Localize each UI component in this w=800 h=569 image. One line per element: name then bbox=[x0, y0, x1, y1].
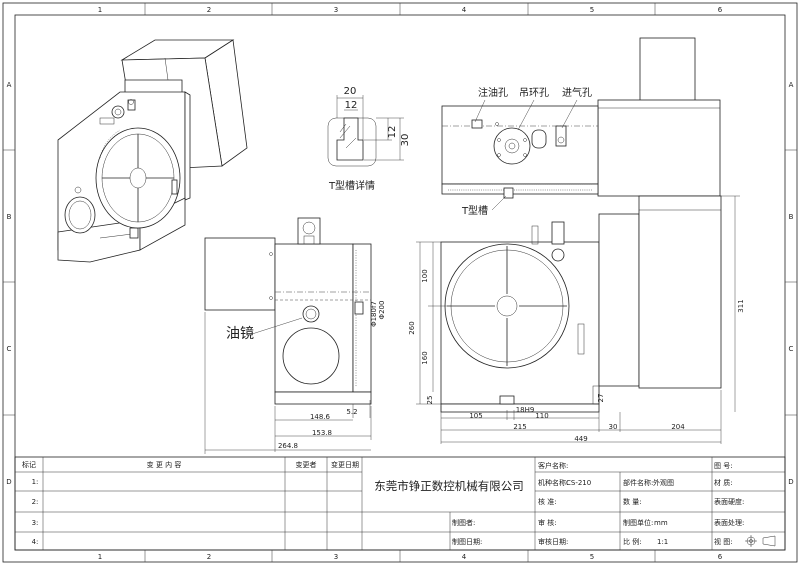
col-label-bottom-4: 4 bbox=[462, 553, 467, 561]
tb-material: 材 质: bbox=[714, 478, 733, 487]
t-slot-height-30: 30 bbox=[400, 134, 411, 147]
col-label-top-3: 3 bbox=[334, 6, 338, 14]
col-label-bottom-1: 1 bbox=[98, 553, 102, 561]
tb-quantity: 数 量: bbox=[623, 497, 642, 506]
row-label-right-a: A bbox=[789, 81, 794, 89]
frame-row-labels: A B C D A B C D bbox=[6, 81, 793, 486]
tb-review-date: 审核日期: bbox=[538, 537, 568, 546]
col-label-bottom-5: 5 bbox=[590, 553, 594, 561]
front-dim-110: 110 bbox=[535, 412, 548, 420]
side-dim-153-8: 153.8 bbox=[312, 429, 332, 437]
t-slot-detail: 20 12 12 30 T型槽详情 bbox=[327, 86, 411, 192]
t-slot-height-12: 12 bbox=[387, 126, 398, 139]
tb-surface-hardness: 表面硬度: bbox=[714, 497, 744, 506]
row-label-right-b: B bbox=[789, 213, 794, 221]
top-view-callouts: 注油孔 吊环孔 进气孔 T型槽 bbox=[461, 86, 592, 217]
tb-row-4: 4: bbox=[32, 538, 39, 546]
side-view-dims: 油镜 Φ180f7 Φ200 5.2 148.6 153.8 264.8 bbox=[204, 301, 386, 454]
side-dim-264-8: 264.8 bbox=[278, 442, 298, 450]
tb-part-no-value: CS-210 bbox=[566, 479, 591, 487]
side-dim-148-6: 148.6 bbox=[310, 413, 331, 421]
tb-unit: mm bbox=[654, 519, 668, 527]
row-label-left-a: A bbox=[7, 81, 12, 89]
row-label-right-d: D bbox=[788, 478, 793, 486]
front-view bbox=[440, 195, 722, 413]
row-label-right-c: C bbox=[789, 345, 794, 353]
tb-drawing-no: 图 号: bbox=[714, 462, 733, 470]
tb-col-changer: 变更者 bbox=[296, 460, 317, 469]
col-label-bottom-3: 3 bbox=[334, 553, 338, 561]
tb-scale-label: 比 例: bbox=[623, 537, 642, 546]
front-dim-18h9: 18H9 bbox=[516, 406, 535, 414]
side-dim-dia-200: Φ200 bbox=[378, 301, 386, 320]
frame-column-labels: 1 2 3 4 5 6 1 2 3 4 5 6 bbox=[98, 6, 723, 561]
tb-row-1: 1: bbox=[32, 478, 39, 486]
tb-scale: 1:1 bbox=[657, 538, 668, 546]
side-view bbox=[204, 217, 372, 405]
front-dim-204: 204 bbox=[671, 423, 685, 431]
col-label-top-1: 1 bbox=[98, 6, 102, 14]
tb-col-content: 变 更 内 容 bbox=[147, 460, 182, 469]
projection-symbol-icon bbox=[745, 535, 776, 547]
col-label-top-2: 2 bbox=[207, 6, 211, 14]
side-dim-dia-180: Φ180f7 bbox=[370, 301, 378, 327]
front-dim-311: 311 bbox=[737, 299, 745, 312]
company-name: 东莞市铮正数控机械有限公司 bbox=[374, 479, 524, 493]
front-dim-100: 100 bbox=[421, 269, 429, 282]
front-dim-105: 105 bbox=[469, 412, 482, 420]
front-dim-449: 449 bbox=[574, 435, 587, 443]
col-label-top-6: 6 bbox=[718, 6, 723, 14]
tb-part-name-label: 部件名称: bbox=[623, 478, 653, 487]
tb-part-no-label: 机种名称: bbox=[538, 478, 568, 487]
front-dim-25: 25 bbox=[426, 396, 434, 405]
air-inlet-label: 进气孔 bbox=[562, 86, 592, 99]
tb-draw-date: 制图日期: bbox=[452, 537, 482, 546]
col-label-bottom-6: 6 bbox=[718, 553, 723, 561]
isometric-view bbox=[57, 39, 248, 263]
side-dim-5-2: 5.2 bbox=[346, 408, 357, 416]
front-dim-160: 160 bbox=[421, 351, 429, 364]
oil-fill-hole-label: 注油孔 bbox=[478, 86, 508, 99]
front-dim-30: 30 bbox=[609, 423, 618, 431]
tb-drafter: 制图者: bbox=[452, 518, 475, 527]
front-dim-27: 27 bbox=[597, 394, 605, 403]
lifting-hole-label: 吊环孔 bbox=[519, 87, 549, 99]
top-view bbox=[441, 37, 721, 199]
front-dim-260: 260 bbox=[408, 321, 416, 334]
tb-surface-treatment: 表面处理: bbox=[714, 518, 744, 527]
t-slot-detail-label: T型槽详情 bbox=[328, 179, 375, 192]
tb-row-2: 2: bbox=[32, 498, 39, 506]
t-slot-label: T型槽 bbox=[461, 204, 488, 217]
tb-part-name: 外观图 bbox=[653, 478, 674, 487]
front-view-dims: 100 260 160 25 27 311 105 18H9 110 215 3… bbox=[408, 195, 745, 444]
tb-col-mark: 标记 bbox=[22, 460, 36, 469]
tb-row-3: 3: bbox=[32, 519, 39, 527]
tb-unit-label: 制图单位: bbox=[623, 518, 653, 527]
tb-customer-name: 客户名称: bbox=[538, 461, 568, 470]
t-slot-width-12: 12 bbox=[345, 100, 358, 111]
tb-checked: 核 准: bbox=[538, 497, 557, 506]
tb-col-date: 变更日期 bbox=[331, 460, 359, 469]
col-label-top-5: 5 bbox=[590, 6, 594, 14]
row-label-left-c: C bbox=[7, 345, 12, 353]
col-label-top-4: 4 bbox=[462, 6, 467, 14]
oil-sight-glass-label: 油镜 bbox=[226, 326, 254, 342]
title-block-text: 标记 变 更 内 容 变更者 变更日期 1: 2: 3: 4: 东莞市铮正数控机… bbox=[22, 460, 744, 546]
title-block bbox=[14, 456, 786, 551]
tb-review: 审 核: bbox=[538, 518, 557, 527]
row-label-left-d: D bbox=[6, 478, 11, 486]
col-label-bottom-2: 2 bbox=[207, 553, 211, 561]
t-slot-width-20: 20 bbox=[344, 86, 357, 97]
front-dim-215: 215 bbox=[513, 423, 526, 431]
row-label-left-b: B bbox=[7, 213, 12, 221]
tb-view: 视 图: bbox=[714, 537, 733, 546]
